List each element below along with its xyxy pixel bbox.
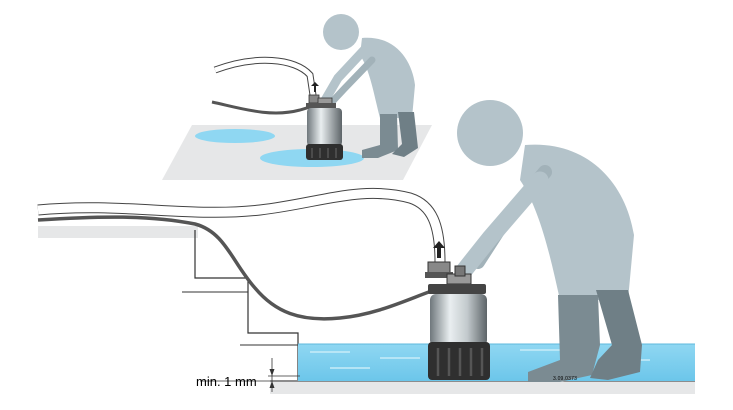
puddle-left <box>195 129 275 143</box>
upper-cable <box>211 100 323 115</box>
upper-pump-base <box>306 144 343 160</box>
lower-scene <box>37 100 695 394</box>
lower-pump <box>425 241 490 380</box>
pump-motor-housing <box>430 294 487 346</box>
upper-pump <box>306 82 343 160</box>
min-clearance-label: min. 1 mm <box>196 374 257 389</box>
lower-person-boot-right <box>590 290 642 380</box>
upper-person-arm-back <box>326 56 376 108</box>
upper-floor-slab <box>38 226 198 238</box>
dimension-arrow-icon <box>269 369 275 388</box>
reference-code: 3.09.0373 <box>553 376 578 382</box>
upper-pump-body <box>307 108 342 146</box>
lower-person-boot-left <box>528 295 600 382</box>
dimension-marker <box>200 358 300 392</box>
flow-direction-arrow-icon <box>433 241 445 258</box>
lower-person-arm <box>454 171 549 281</box>
stair-fill <box>38 228 298 380</box>
upper-person <box>319 14 418 158</box>
flow-direction-arrow-icon <box>311 82 319 92</box>
lower-person-head <box>457 100 523 166</box>
upper-person-arm <box>319 43 371 107</box>
lower-person <box>454 100 642 382</box>
upper-scene <box>162 14 432 180</box>
upper-person-boot-right <box>392 112 418 157</box>
lower-person-body <box>520 144 634 300</box>
stair-outline <box>194 230 299 385</box>
upper-person-boot-left <box>362 114 398 158</box>
upper-person-head <box>323 14 359 50</box>
floor-slab <box>270 380 695 394</box>
